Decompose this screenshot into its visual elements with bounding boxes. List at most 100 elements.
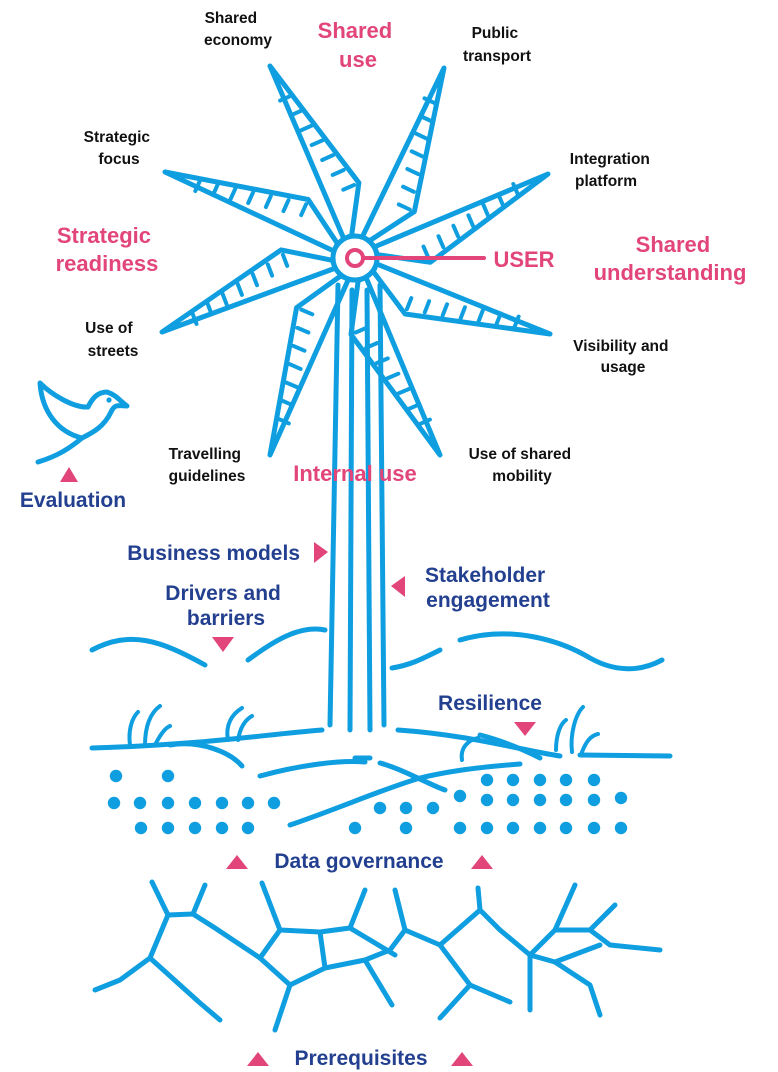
ground-dot — [506, 793, 520, 807]
ground — [89, 704, 673, 828]
ground-dot — [453, 821, 467, 835]
blade-hatch — [385, 371, 401, 381]
blade-hatch — [476, 308, 485, 324]
windmill-tower — [327, 282, 387, 733]
ground-dot — [480, 821, 494, 835]
ground-dot — [614, 791, 628, 805]
category-shared-use: Shared use — [318, 18, 399, 72]
blade-hatch — [291, 343, 307, 353]
river-waves — [89, 626, 665, 672]
data-governance-arrow-left — [226, 855, 248, 869]
support-evaluation: Evaluation — [20, 489, 126, 512]
ground-dot — [241, 821, 255, 835]
blade-hatch — [320, 153, 336, 162]
blade-hatch — [295, 325, 311, 335]
blade-hatch — [265, 262, 275, 278]
blade-hatch — [512, 314, 521, 330]
ground-dot — [587, 793, 601, 807]
ground-dot — [399, 801, 413, 815]
blade-hatch — [466, 213, 476, 229]
prerequisites-arrow-left — [247, 1052, 269, 1066]
label-public-transport: Public transport — [463, 25, 531, 65]
category-strategic-readiness: Strategic readiness — [56, 223, 159, 276]
windmill-hub — [330, 233, 486, 283]
blade-hatch — [409, 149, 425, 159]
blade-hatch — [280, 252, 290, 268]
label-use-of-shared-mobility: Use of shared mobility — [469, 446, 576, 485]
blade-hatch — [278, 93, 294, 103]
blade-hatch — [422, 299, 432, 315]
ground-dot — [107, 796, 121, 810]
support-business-models: Business models — [127, 542, 300, 565]
blade-hatch — [246, 190, 256, 205]
blade-hatch — [211, 182, 220, 197]
ground-dot — [161, 821, 175, 835]
label-visibility-usage: Visibility and usage — [573, 338, 673, 376]
ground-dot — [533, 793, 547, 807]
blade-hatch — [283, 380, 299, 389]
stakeholder-arrow — [391, 576, 405, 597]
blade-hatch — [494, 311, 503, 327]
blade-hatch — [309, 138, 325, 148]
ground-dot — [134, 821, 148, 835]
ground-dot — [559, 793, 573, 807]
category-shared-understanding: Shared understanding — [594, 232, 747, 285]
ground-dot — [348, 821, 362, 835]
ground-dot — [587, 773, 601, 787]
ground-dot — [506, 773, 520, 787]
blade-hatch — [422, 96, 438, 106]
ground-dots — [107, 769, 628, 835]
blade-hatch — [275, 416, 291, 426]
ground-dot — [188, 796, 202, 810]
windmill-blade — [162, 169, 340, 254]
ground-dot — [533, 821, 547, 835]
roots-network — [92, 879, 663, 1033]
windmill-blade — [370, 261, 553, 337]
ground-dot — [161, 769, 175, 783]
blade-hatch — [228, 186, 238, 201]
blade-hatch — [299, 202, 309, 218]
label-shared-economy: Shared economy — [204, 10, 272, 49]
blade-hatch — [421, 244, 431, 260]
blade-hatch — [414, 131, 429, 141]
business-models-arrow — [314, 542, 328, 563]
blade-hatch — [416, 417, 432, 427]
ground-dot — [215, 796, 229, 810]
evaluation-arrow — [60, 467, 78, 482]
bird-icon — [35, 380, 130, 465]
blade-hatch — [235, 281, 244, 297]
windmill-blade — [359, 65, 447, 244]
ground-dot — [188, 821, 202, 835]
ground-dot — [480, 773, 494, 787]
support-data-governance: Data governance — [274, 850, 443, 873]
ground-dot — [559, 821, 573, 835]
drivers-barriers-arrow — [212, 637, 234, 652]
blade-hatch — [496, 192, 506, 208]
blade-hatch — [220, 291, 229, 307]
support-prerequisites: Prerequisites — [294, 1047, 427, 1070]
prerequisites-arrow-right — [451, 1052, 473, 1066]
ground-dot — [161, 796, 175, 810]
blade-hatch — [458, 305, 467, 321]
blade-hatch — [281, 198, 291, 214]
label-use-of-streets: Use of streets — [85, 320, 138, 360]
blade-hatch — [451, 223, 461, 239]
blade-hatch — [396, 202, 412, 212]
ground-dot — [559, 773, 573, 787]
blade-hatch — [287, 362, 303, 371]
blade-hatch — [250, 272, 259, 288]
label-strategic-focus: Strategic focus — [84, 129, 155, 168]
blade-hatch — [341, 182, 357, 192]
blade-hatch — [481, 202, 491, 218]
blade-hatch — [436, 234, 446, 250]
blade-hatch — [299, 307, 315, 317]
ground-dot — [267, 796, 281, 810]
label-integration-platform: Integration platform — [570, 151, 654, 190]
support-drivers-barriers: Drivers and barriers — [165, 582, 286, 630]
blade-hatch — [405, 167, 421, 177]
windmill-blade — [159, 247, 338, 335]
blade-hatch — [395, 387, 411, 396]
blade-hatch — [299, 123, 315, 133]
blade-hatch — [205, 301, 214, 317]
